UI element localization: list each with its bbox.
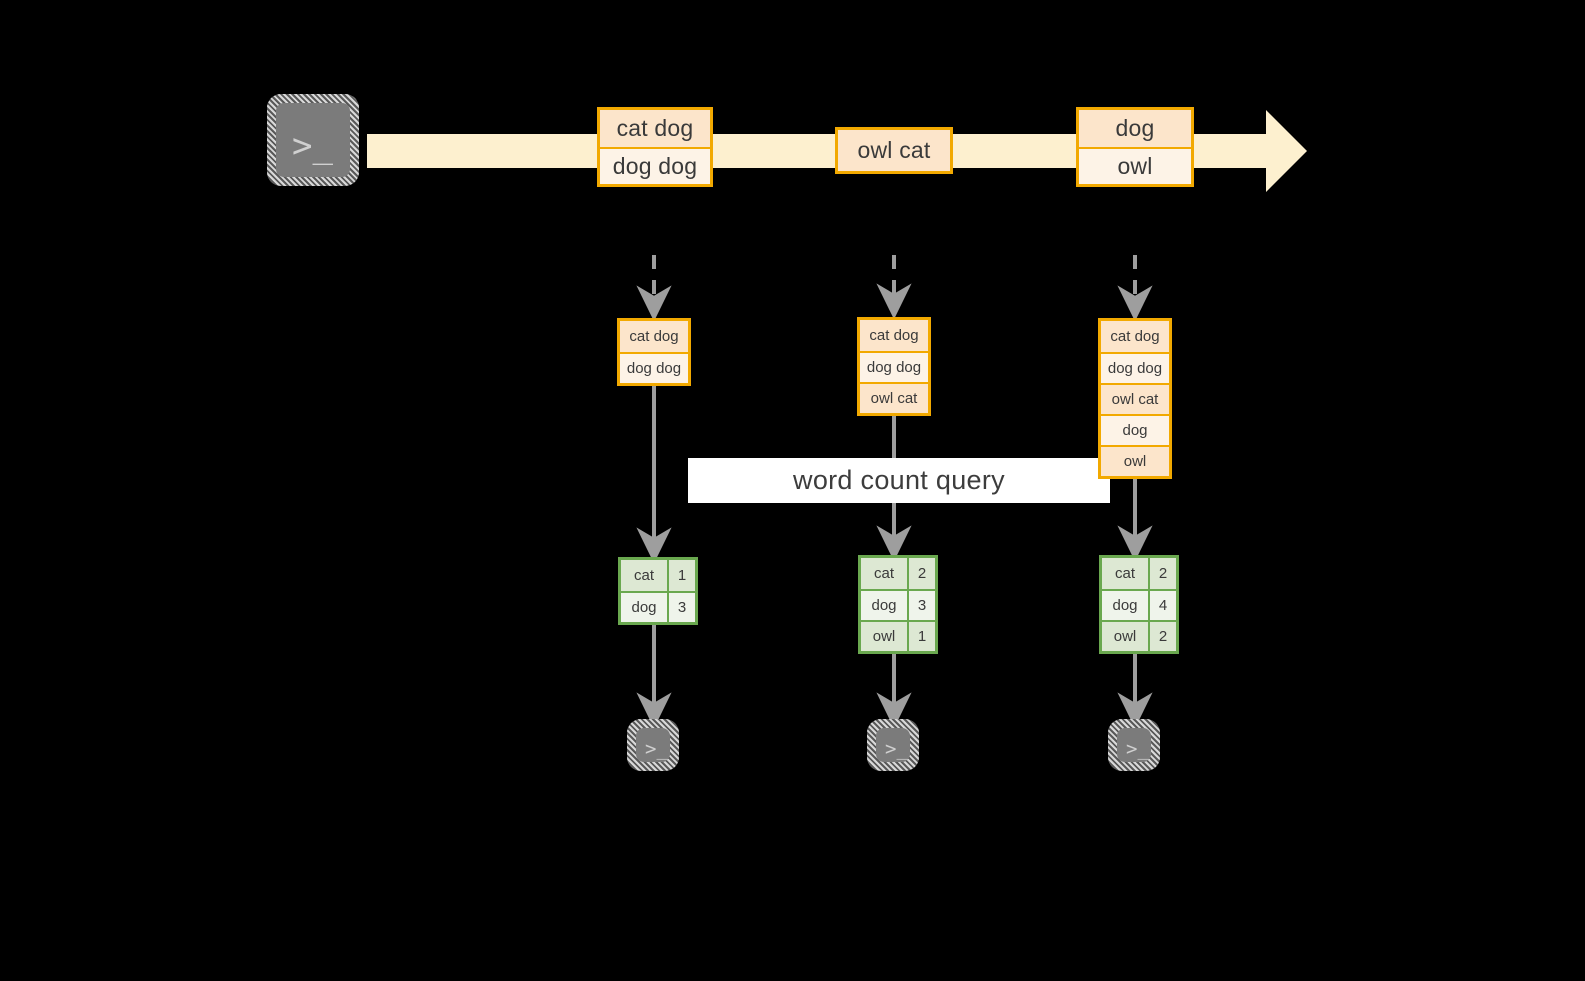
sink-terminal-3[interactable]: >_ — [1108, 719, 1160, 771]
stream-line: dog — [1079, 110, 1191, 147]
table-row: dog 3 — [861, 589, 935, 620]
result-word: dog — [621, 593, 667, 622]
terminal-body — [1117, 728, 1151, 762]
snapshot-line: cat dog — [860, 320, 928, 351]
result-to-sink-arrows — [636, 622, 1153, 729]
result-count: 4 — [1148, 591, 1176, 620]
snapshot-line: dog dog — [860, 351, 928, 382]
terminal-body — [876, 728, 910, 762]
terminal-prompt-icon: >_ — [1126, 738, 1149, 760]
result-word: cat — [621, 560, 667, 591]
query-banner: word count query — [688, 458, 1110, 503]
terminal-body — [276, 103, 350, 177]
stream-batch-1[interactable]: cat dog dog dog — [597, 107, 713, 187]
table-row: cat 2 — [861, 558, 935, 589]
table-row: owl 2 — [1102, 620, 1176, 651]
sink-terminal-2[interactable]: >_ — [867, 719, 919, 771]
stream-batch-2[interactable]: owl cat — [835, 127, 953, 174]
terminal-body — [636, 728, 670, 762]
source-terminal[interactable]: >_ — [267, 94, 359, 186]
result-word: cat — [861, 558, 907, 589]
terminal-prompt-icon: >_ — [885, 738, 908, 760]
result-word: cat — [1102, 558, 1148, 589]
table-row: dog 3 — [621, 591, 695, 622]
table-row: dog 4 — [1102, 589, 1176, 620]
result-count: 1 — [907, 622, 935, 651]
result-count: 2 — [907, 558, 935, 589]
snapshot-line: owl cat — [1101, 383, 1169, 414]
table-row: cat 1 — [621, 560, 695, 591]
snapshot-line: dog — [1101, 414, 1169, 445]
stream-to-snapshot-arrows — [636, 255, 1153, 322]
result-word: dog — [861, 591, 907, 620]
result-count: 1 — [667, 560, 695, 591]
stream-line: dog dog — [600, 147, 710, 184]
snapshot-line: cat dog — [1101, 321, 1169, 352]
result-table-1[interactable]: cat 1 dog 3 — [618, 557, 698, 625]
result-table-2[interactable]: cat 2 dog 3 owl 1 — [858, 555, 938, 654]
sink-terminal-1[interactable]: >_ — [627, 719, 679, 771]
snapshot-1[interactable]: cat dog dog dog — [617, 318, 691, 386]
result-count: 2 — [1148, 622, 1176, 651]
result-word: dog — [1102, 591, 1148, 620]
snapshot-line: owl cat — [860, 382, 928, 413]
snapshot-3[interactable]: cat dog dog dog owl cat dog owl — [1098, 318, 1172, 479]
stream-line: owl — [1079, 147, 1191, 184]
terminal-prompt-icon: >_ — [645, 738, 668, 760]
result-count: 3 — [907, 591, 935, 620]
terminal-prompt-icon: >_ — [292, 126, 333, 166]
result-count: 3 — [667, 593, 695, 622]
snapshot-2[interactable]: cat dog dog dog owl cat — [857, 317, 931, 416]
stream-batch-3[interactable]: dog owl — [1076, 107, 1194, 187]
result-table-3[interactable]: cat 2 dog 4 owl 2 — [1099, 555, 1179, 654]
snapshot-line: cat dog — [620, 321, 688, 352]
table-row: owl 1 — [861, 620, 935, 651]
snapshot-line: dog dog — [620, 352, 688, 383]
table-row: cat 2 — [1102, 558, 1176, 589]
stream-line: owl cat — [838, 130, 950, 171]
query-label: word count query — [793, 465, 1005, 495]
snapshot-line: dog dog — [1101, 352, 1169, 383]
stream-line: cat dog — [600, 110, 710, 147]
result-word: owl — [1102, 622, 1148, 651]
result-word: owl — [861, 622, 907, 651]
snapshot-line: owl — [1101, 445, 1169, 476]
result-count: 2 — [1148, 558, 1176, 589]
